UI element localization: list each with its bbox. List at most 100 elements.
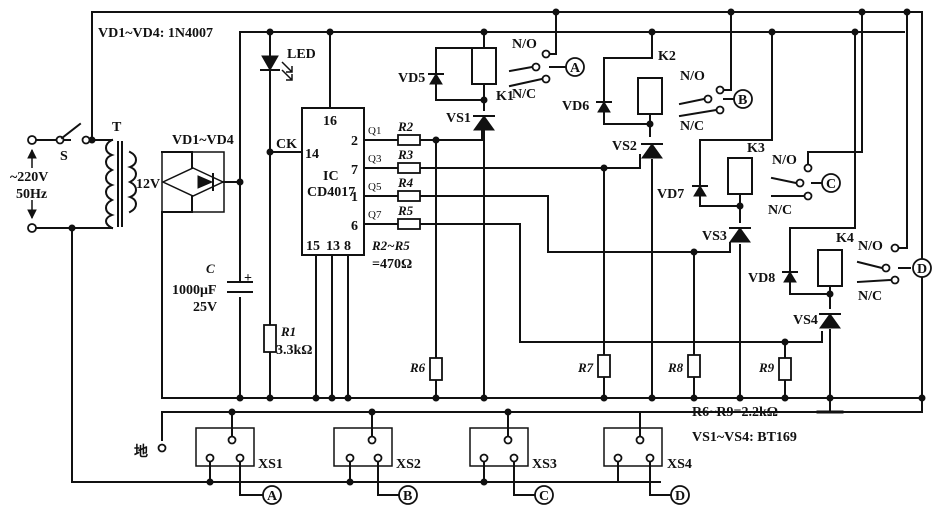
socket-xs4: XS4 xyxy=(603,427,692,472)
r2-r5-value: =470Ω xyxy=(372,257,412,272)
output-q5: Q5 xyxy=(368,181,382,193)
k3-nc-label: N/C xyxy=(768,203,792,218)
k1-label: K1 xyxy=(496,89,514,104)
terminal-d-relay-label: D xyxy=(917,262,927,277)
k2-no-label: N/O xyxy=(680,69,705,84)
capacitor-value: 1000μF xyxy=(172,283,217,298)
vd5-label: VD5 xyxy=(398,71,425,86)
note-r6-r9: R6~R9=2.2kΩ xyxy=(692,405,778,420)
socket-xs3: XS3 xyxy=(469,427,557,472)
led-indicator: LED xyxy=(260,47,316,81)
terminal-c-bottom: C xyxy=(539,489,549,504)
r6-ref: R6 xyxy=(409,360,426,375)
terminal-c-relay-label: C xyxy=(826,177,836,192)
xs4-label: XS4 xyxy=(667,457,692,472)
ic-pin-6: 6 xyxy=(351,219,358,234)
pulldown-resistors: R6 R7 R8 R9 xyxy=(409,354,792,381)
r4-ref: R4 xyxy=(397,175,414,190)
capacitor-ref: C xyxy=(206,261,215,276)
junction-dots xyxy=(68,8,926,486)
bridge-rectifier: VD1~VD4 xyxy=(161,133,234,213)
diode-vd5-symbol xyxy=(429,73,443,85)
k1-nc-label: N/C xyxy=(512,87,536,102)
socket-xs1: XS1 xyxy=(195,427,283,472)
vd8-label: VD8 xyxy=(748,271,775,286)
k4-nc-label: N/C xyxy=(858,289,882,304)
k3-label: K3 xyxy=(747,141,765,156)
k2-label: K2 xyxy=(658,49,676,64)
supply-voltage: ~220V xyxy=(10,170,48,185)
xs3-label: XS3 xyxy=(532,457,557,472)
ic-pin-1: 1 xyxy=(351,190,358,205)
socket-xs2: XS2 xyxy=(333,427,421,472)
channel-3: VD7 K3 VS3 N/O N/C C xyxy=(657,141,863,244)
diode-vd8-symbol xyxy=(783,271,797,283)
capacitor-polarity: + xyxy=(244,271,252,286)
vs1-label: VS1 xyxy=(446,111,471,126)
relay-k1-coil xyxy=(471,47,497,85)
ac-terminal-top xyxy=(27,135,37,145)
channel-1: VD5 K1 VS1 N/O N/C A xyxy=(398,37,585,131)
channel-4: VD8 K4 VS4 N/O N/C D xyxy=(748,231,932,329)
ic-clk-label: CK xyxy=(276,137,297,152)
r1-value: 3.3kΩ xyxy=(276,343,313,358)
r3-ref: R3 xyxy=(397,147,414,162)
terminal-b-relay-label: B xyxy=(738,93,747,108)
switch-label: S xyxy=(60,149,68,164)
relay-k3-coil xyxy=(727,157,753,195)
xs1-label: XS1 xyxy=(258,457,283,472)
relay-k2-coil xyxy=(637,77,663,115)
vd7-label: VD7 xyxy=(657,187,684,202)
capacitor-voltage: 25V xyxy=(193,300,217,315)
bottom-terminals: A B C D xyxy=(262,485,690,505)
output-q7: Q7 xyxy=(368,209,382,221)
ic-pin-15: 15 xyxy=(306,239,320,254)
earth-label: 地 xyxy=(134,443,148,460)
bridge-label: VD1~VD4 xyxy=(172,133,234,148)
ic-pin-16: 16 xyxy=(323,114,337,129)
relay-k4-coil xyxy=(817,249,843,287)
vs4-label: VS4 xyxy=(793,313,818,328)
terminal-b-relay xyxy=(733,89,753,109)
ic-pin-14: 14 xyxy=(305,147,319,162)
supply-frequency: 50Hz xyxy=(16,187,47,202)
output-q1: Q1 xyxy=(368,125,381,137)
k1-no-label: N/O xyxy=(512,37,537,52)
vs2-label: VS2 xyxy=(612,139,637,154)
secondary-voltage: 12V xyxy=(136,177,160,192)
transformer-label: T xyxy=(112,120,122,135)
scr-vs4-symbol xyxy=(819,313,841,329)
scr-vs3-symbol xyxy=(729,227,751,243)
note-scr-type: VS1~VS4: BT169 xyxy=(692,430,797,445)
r8-ref: R8 xyxy=(667,360,684,375)
vs3-label: VS3 xyxy=(702,229,727,244)
r2-r5-label: R2~R5 xyxy=(371,238,410,253)
ic-part: CD4017 xyxy=(307,185,355,200)
ac-terminal-bottom xyxy=(27,223,37,233)
k4-label: K4 xyxy=(836,231,854,246)
diode-vd7-symbol xyxy=(693,185,707,197)
note-diodes-power: VD1~VD4: 1N4007 xyxy=(98,26,213,41)
r9-ref: R9 xyxy=(758,360,775,375)
r5-ref: R5 xyxy=(397,203,414,218)
k2-nc-label: N/C xyxy=(680,119,704,134)
terminal-d-bottom: D xyxy=(675,489,685,504)
k4-no-label: N/O xyxy=(858,239,883,254)
transformer: T 12V xyxy=(105,120,160,230)
ic-pin-7: 7 xyxy=(351,163,358,178)
ic-pin-2: 2 xyxy=(351,134,358,149)
ic-pin-13: 13 xyxy=(326,239,340,254)
earth-terminal: 地 xyxy=(134,443,167,460)
r2-ref: R2 xyxy=(397,119,414,134)
terminal-d-relay xyxy=(912,258,932,278)
ac-input: ~220V 50Hz xyxy=(10,135,48,233)
vd6-label: VD6 xyxy=(562,99,589,114)
terminal-a-bottom: A xyxy=(267,489,278,504)
filter-capacitor: + C 1000μF 25V xyxy=(172,261,253,315)
wires xyxy=(31,11,923,496)
k3-no-label: N/O xyxy=(772,153,797,168)
diode-vd6-symbol xyxy=(597,101,611,113)
terminal-a-relay xyxy=(565,57,585,77)
mains-switch: S xyxy=(55,122,91,164)
